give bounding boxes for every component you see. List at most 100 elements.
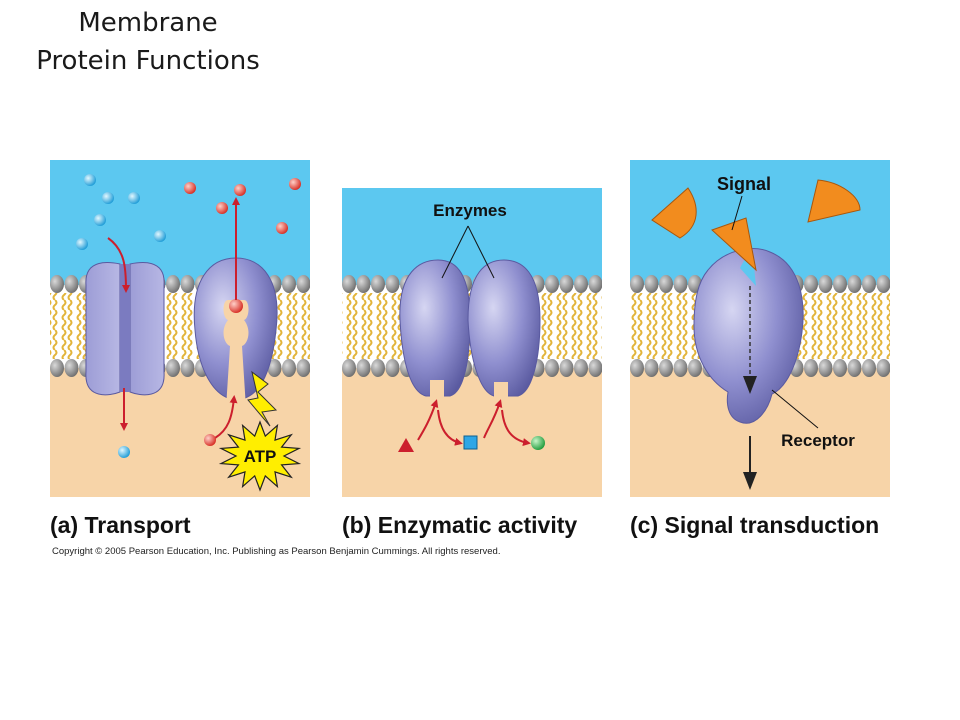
solute-blue xyxy=(154,230,166,242)
enzymes-label: Enzymes xyxy=(433,201,507,220)
phospholipid-head xyxy=(342,359,356,377)
receptor-label: Receptor xyxy=(781,431,855,450)
solute-red xyxy=(184,182,196,194)
caption-prefix: (c) xyxy=(630,512,659,538)
phospholipid-head xyxy=(588,275,602,293)
solute-red xyxy=(276,222,288,234)
page-title-line-1: Membrane xyxy=(78,8,218,38)
phospholipid-head xyxy=(804,275,818,293)
phospholipid-head xyxy=(166,359,180,377)
channel-protein xyxy=(85,262,165,396)
phospholipid-head xyxy=(847,359,862,377)
signal-molecule xyxy=(651,187,697,239)
phospholipid-head xyxy=(659,275,673,293)
phospholipid-head xyxy=(688,359,702,377)
caption-name: Signal transduction xyxy=(664,512,880,538)
solute-blue xyxy=(76,238,88,250)
caption-name: Transport xyxy=(84,512,191,538)
phospholipid-head xyxy=(876,359,890,377)
phospholipid-head xyxy=(804,359,818,377)
phospholipid-head xyxy=(862,359,876,377)
phospholipid-head xyxy=(180,275,195,293)
phospholipid-head xyxy=(296,275,310,293)
solute-red xyxy=(234,184,246,196)
page-title-line-2: Protein Functions xyxy=(36,46,260,76)
phospholipid-head xyxy=(833,275,847,293)
phospholipid-head xyxy=(644,359,659,377)
phospholipid-head xyxy=(180,359,195,377)
phospholipid-head xyxy=(673,275,688,293)
phospholipid-head xyxy=(818,275,833,293)
enzyme-right xyxy=(467,259,541,398)
relay-arrow-icon xyxy=(743,472,757,490)
solute-blue xyxy=(94,214,106,226)
extracellular-fluid xyxy=(342,188,602,285)
panel-transport: ATP xyxy=(50,160,310,497)
phospholipid-head xyxy=(385,359,400,377)
caption-prefix: (a) xyxy=(50,512,79,538)
phospholipid-head xyxy=(356,275,371,293)
caption-enzymatic-activity: (b) Enzymatic activity xyxy=(342,512,577,539)
panel-enzymatic-activity: Enzymes xyxy=(342,188,602,497)
phospholipid-head xyxy=(166,275,180,293)
bound-signal-molecule xyxy=(711,217,757,272)
solute-red xyxy=(289,178,301,190)
phospholipid-head xyxy=(876,275,890,293)
phospholipid-head xyxy=(356,359,371,377)
phospholipid-head xyxy=(630,359,644,377)
phospholipid-head xyxy=(296,359,310,377)
cytoplasm xyxy=(342,368,602,497)
intermediate-square xyxy=(463,435,478,450)
energy-bolt-icon xyxy=(247,370,278,427)
product-circle xyxy=(531,436,545,450)
solute-particles xyxy=(76,174,301,458)
phospholipid-head xyxy=(64,275,79,293)
atp-label: ATP xyxy=(244,447,277,466)
substrate-triangle xyxy=(398,438,414,452)
diffusion-arrow xyxy=(107,237,130,293)
phospholipid-head xyxy=(644,275,659,293)
atp-burst-icon xyxy=(218,420,302,492)
receptor-protein xyxy=(693,246,804,424)
phospholipid-head xyxy=(342,275,356,293)
solute-red xyxy=(204,434,216,446)
phospholipid-head xyxy=(574,275,588,293)
phospholipid-head xyxy=(833,359,847,377)
phospholipid-head xyxy=(847,275,862,293)
solute-blue xyxy=(84,174,96,186)
panel-signal-transduction: Signal Receptor xyxy=(630,160,890,497)
caption-transport: (a) Transport xyxy=(50,512,191,539)
solute-blue xyxy=(128,192,140,204)
phospholipid-head xyxy=(50,359,64,377)
phospholipid-head xyxy=(385,275,400,293)
phospholipid-head xyxy=(574,359,588,377)
signal-molecule xyxy=(807,179,861,223)
phospholipid-head xyxy=(559,275,574,293)
phospholipid-head xyxy=(282,275,296,293)
caption-signal-transduction: (c) Signal transduction xyxy=(630,512,879,539)
phospholipid-head xyxy=(818,359,833,377)
phospholipid-head xyxy=(659,359,673,377)
solute-blue xyxy=(102,192,114,204)
phospholipid-head xyxy=(545,275,559,293)
phospholipid-head xyxy=(588,359,602,377)
phospholipid-head xyxy=(371,275,385,293)
enzyme-left xyxy=(399,259,471,398)
solute-red xyxy=(216,202,228,214)
phospholipid-head xyxy=(267,359,282,377)
phospholipid-head xyxy=(545,359,559,377)
phospholipid-head xyxy=(862,275,876,293)
phospholipid-head xyxy=(371,359,385,377)
phospholipid-head xyxy=(630,275,644,293)
solute-blue xyxy=(118,446,130,458)
caption-prefix: (b) xyxy=(342,512,372,538)
phospholipid-head xyxy=(50,275,64,293)
copyright-notice: Copyright © 2005 Pearson Education, Inc.… xyxy=(52,546,501,557)
pump-arrow-in xyxy=(214,395,238,439)
phospholipid-head xyxy=(64,359,79,377)
signal-label: Signal xyxy=(717,174,771,194)
signal-arrow-head xyxy=(743,376,757,394)
phospholipid-head xyxy=(282,359,296,377)
phospholipid-head xyxy=(673,359,688,377)
